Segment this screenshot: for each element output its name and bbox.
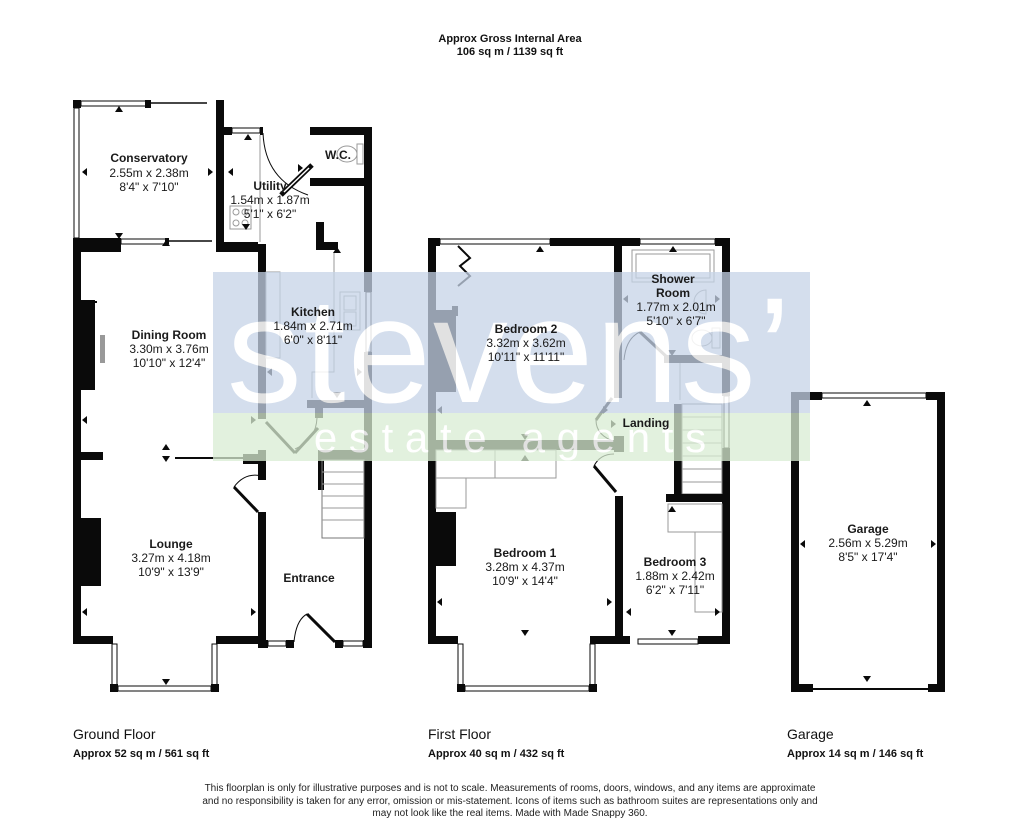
floor-label: Ground Floor <box>73 726 156 742</box>
entrance-stairs <box>321 459 365 539</box>
disclaimer-line: may not look like the real items. Made w… <box>372 808 648 819</box>
room-name: Bedroom 2 <box>495 322 558 336</box>
room-imperial: 8'5" x 17'4" <box>838 550 897 564</box>
disclaimer-line: This floorplan is only for illustrative … <box>204 783 816 794</box>
room-name: Bedroom 1 <box>494 546 557 560</box>
room-bedroom-2: Bedroom 2 3.32m x 3.62m 10'11" x 11'11" <box>486 322 565 364</box>
gross-area-title: Approx Gross Internal Area <box>438 33 582 45</box>
disclaimer: This floorplan is only for illustrative … <box>0 783 1020 821</box>
watermark-brand: stevens’ <box>227 266 793 434</box>
room-name: W.C. <box>325 148 351 162</box>
room-metric: 2.56m x 5.29m <box>828 536 907 550</box>
floor-area: Approx 52 sq m / 561 sq ft <box>73 748 210 760</box>
room-bedroom-3: Bedroom 3 1.88m x 2.42m 6'2" x 7'11" <box>635 555 714 597</box>
floor-label: First Floor <box>428 726 491 742</box>
room-metric: 3.28m x 4.37m <box>485 560 564 574</box>
room-shower-room: Shower Room 1.77m x 2.01m 5'10" x 6'7" <box>636 272 715 328</box>
room-name: Conservatory <box>110 151 188 165</box>
watermark-tagline: e s t a t e a g e n t s <box>314 414 706 461</box>
room-metric: 1.84m x 2.71m <box>273 319 352 333</box>
room-imperial: 8'4" x 7'10" <box>119 180 178 194</box>
floor-caption-first: First Floor Approx 40 sq m / 432 sq ft <box>428 726 564 760</box>
room-name: Entrance <box>283 571 335 585</box>
room-name-line2: Room <box>656 286 690 300</box>
room-name: Bedroom 3 <box>644 555 707 569</box>
utility-walls <box>216 127 372 262</box>
floor-caption-garage: Garage Approx 14 sq m / 146 sq ft <box>787 726 923 760</box>
room-utility: Utility 1.54m x 1.87m 5'1" x 6'2" <box>230 179 309 221</box>
room-wc: W.C. <box>325 148 351 162</box>
room-metric: 3.30m x 3.76m <box>129 342 208 356</box>
room-imperial: 10'9" x 13'9" <box>138 565 204 579</box>
floor-label: Garage <box>787 726 834 742</box>
gross-area-header: Approx Gross Internal Area 106 sq m / 11… <box>0 33 1020 59</box>
room-landing: Landing <box>623 416 670 430</box>
room-metric: 1.88m x 2.42m <box>635 569 714 583</box>
room-kitchen: Kitchen 1.84m x 2.71m 6'0" x 8'11" <box>273 305 352 347</box>
room-bedroom-1: Bedroom 1 3.28m x 4.37m 10'9" x 14'4" <box>485 546 564 588</box>
room-lounge: Lounge 3.27m x 4.18m 10'9" x 13'9" <box>131 537 210 579</box>
room-imperial: 10'10" x 12'4" <box>133 356 206 370</box>
room-name: Utility <box>253 179 287 193</box>
room-metric: 1.77m x 2.01m <box>636 300 715 314</box>
room-imperial: 10'11" x 11'11" <box>488 350 565 364</box>
room-name: Kitchen <box>291 305 335 319</box>
room-name: Lounge <box>149 537 193 551</box>
room-name: Dining Room <box>132 328 207 342</box>
room-name: Landing <box>623 416 670 430</box>
room-name: Garage <box>847 522 889 536</box>
stevens-watermark: stevens’ e s t a t e a g e n t s <box>213 266 810 461</box>
room-conservatory: Conservatory 2.55m x 2.38m 8'4" x 7'10" <box>109 151 188 194</box>
room-name-line1: Shower <box>651 272 695 286</box>
room-entrance: Entrance <box>283 571 335 585</box>
room-imperial: 5'10" x 6'7" <box>646 314 705 328</box>
room-metric: 1.54m x 1.87m <box>230 193 309 207</box>
room-imperial: 5'1" x 6'2" <box>244 207 296 221</box>
room-metric: 3.32m x 3.62m <box>486 336 565 350</box>
room-dining-room: Dining Room 3.30m x 3.76m 10'10" x 12'4" <box>129 328 208 370</box>
room-garage: Garage 2.56m x 5.29m 8'5" x 17'4" <box>828 522 907 564</box>
room-metric: 3.27m x 4.18m <box>131 551 210 565</box>
floor-area: Approx 40 sq m / 432 sq ft <box>428 748 565 760</box>
gross-area-value: 106 sq m / 1139 sq ft <box>456 46 564 58</box>
conservatory-walls <box>73 100 224 250</box>
room-imperial: 6'2" x 7'11" <box>646 583 704 597</box>
room-imperial: 10'9" x 14'4" <box>492 574 558 588</box>
room-imperial: 6'0" x 8'11" <box>284 333 342 347</box>
floor-area: Approx 14 sq m / 146 sq ft <box>787 748 924 760</box>
floor-caption-ground: Ground Floor Approx 52 sq m / 561 sq ft <box>73 726 209 760</box>
disclaimer-line: and no responsibility is taken for any e… <box>202 795 818 807</box>
room-metric: 2.55m x 2.38m <box>109 166 188 180</box>
